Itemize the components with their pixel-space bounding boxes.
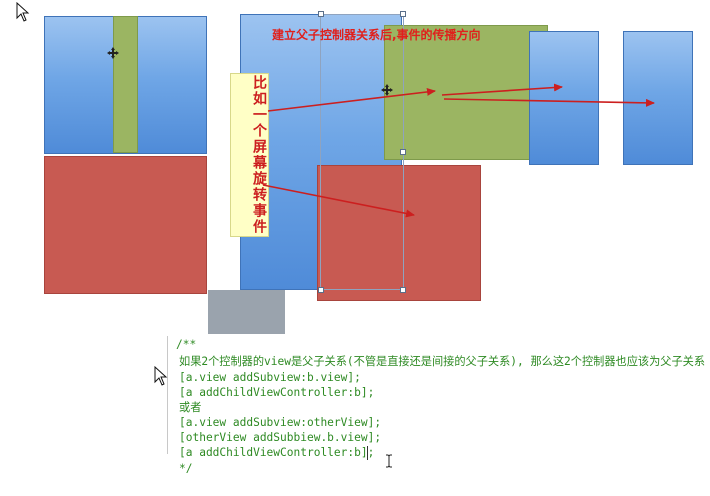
code-line[interactable]: 或者: [179, 401, 202, 414]
child-controller-view: [384, 25, 548, 160]
descendant-view-box: [623, 31, 693, 165]
selection-handle[interactable]: [400, 149, 406, 155]
selection-handle[interactable]: [400, 287, 406, 293]
rotation-event-note: 比如一个屏幕旋转事件: [230, 73, 269, 237]
code-comment-open: /**: [176, 338, 197, 351]
diagram-title: 建立父子控制器关系后,事件的传播方向: [272, 28, 481, 42]
code-line[interactable]: [a addChildViewController:b];: [179, 386, 375, 399]
other-view-box: [317, 165, 481, 301]
arrow-to-descendant: [441, 83, 563, 96]
arrow-to-child-view: [267, 87, 436, 112]
selection-handle[interactable]: [400, 11, 406, 17]
code-line[interactable]: [a.view addSubview:otherView];: [179, 416, 382, 429]
editor-gutter-line: [167, 336, 168, 454]
move-cursor-icon: [381, 81, 393, 96]
child-view-strip: [113, 16, 138, 153]
selection-handle[interactable]: [318, 287, 324, 293]
code-comment-close: */: [179, 462, 193, 475]
code-line[interactable]: 如果2个控制器的view是父子关系(不管是直接还是间接的父子关系), 那么这2个…: [179, 355, 706, 368]
move-cursor-icon: [107, 44, 119, 59]
window-backdrop: [208, 290, 285, 334]
text-cursor-icon: [385, 453, 393, 468]
descendant-view-box: [529, 31, 599, 165]
arrow-cursor-icon: [16, 1, 30, 22]
text-caret: [367, 446, 368, 460]
sibling-view-box: [44, 156, 207, 294]
code-line[interactable]: [a.view addSubview:b.view];: [179, 371, 361, 384]
arrow-cursor-icon: [154, 365, 168, 386]
code-line[interactable]: [a addChildViewController:b];: [179, 446, 375, 459]
arrow-to-other-view: [262, 184, 415, 218]
code-line[interactable]: [otherView addSubbiew.b.view];: [179, 431, 382, 444]
selection-handle[interactable]: [318, 11, 324, 17]
arrow-to-last-view: [443, 98, 655, 107]
